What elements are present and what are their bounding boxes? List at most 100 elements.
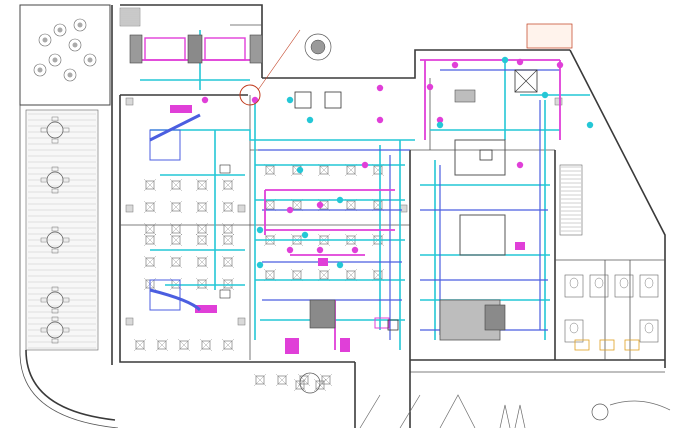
dining-table [292,200,302,210]
planter-core [57,27,63,33]
toilet [644,277,654,289]
supply-diffuser [516,161,524,169]
supply-diffuser [251,96,259,104]
dining-table [145,257,155,267]
supply-diffuser [286,246,294,254]
chair-mark [221,277,235,291]
terrace-chair [51,248,59,254]
planter [33,63,47,77]
planters [33,18,97,82]
return-diffuser [301,231,309,239]
wc-cubicle [564,319,584,343]
chair-mark [290,268,304,282]
chair-mark [221,233,235,247]
chair-mark [195,178,209,192]
planter [38,33,52,47]
return-diffuser [586,121,594,129]
dining-tables [133,163,385,394]
chair-mark [199,338,213,352]
planter-core [42,37,48,43]
terrace-chair [62,127,70,133]
chair-mark [221,178,235,192]
dining-table [265,270,275,280]
chair-mark [169,233,183,247]
sink-unit [599,339,615,351]
supply-diffuser [286,206,294,214]
chair-mark [169,178,183,192]
terrace-chair [62,237,70,243]
parking-zone [359,394,671,428]
terrace-chair [51,338,59,344]
chair-mark [263,198,277,212]
dining-table [201,340,211,350]
terrace-chair [51,226,59,232]
planter-core [52,57,58,63]
supply-diffuser [316,201,324,209]
terrace-chair [62,327,70,333]
dining-table [171,257,181,267]
planter [68,38,82,52]
planter [73,18,87,32]
wc-cubicle [639,319,659,343]
dining-table [197,180,207,190]
terrace-chair [40,237,48,243]
dining-table [223,279,233,289]
chair-mark [221,200,235,214]
terrace-chair [40,177,48,183]
chair-mark [371,268,385,282]
dining-table [223,340,233,350]
dining-table [223,235,233,245]
dining-table [373,165,383,175]
terrace-chair [51,138,59,144]
return-diffuser [286,96,294,104]
chair-mark [195,277,209,291]
air-handling-units [129,34,538,354]
terrace-chair [40,297,48,303]
supply-diffuser [556,61,564,69]
return-diffuser [296,166,304,174]
planter [63,68,77,82]
chair-mark [169,200,183,214]
supply-diffuser [351,246,359,254]
supply-diffuser [201,96,209,104]
dining-table [145,224,155,234]
chair-mark [344,163,358,177]
chair-mark [133,338,147,352]
chair-mark [143,233,157,247]
dining-table [197,202,207,212]
dining-table [373,270,383,280]
chair-mark [143,178,157,192]
dining-table [223,257,233,267]
dining-table [223,180,233,190]
dining-table [171,224,181,234]
chair-mark [195,233,209,247]
planter-core [77,22,83,28]
chair-mark [169,222,183,236]
chair-mark [177,338,191,352]
chair-mark [317,268,331,282]
supply-diffuser [426,83,434,91]
return-diffuser [336,261,344,269]
chair-mark [169,255,183,269]
terrace-chair [51,308,59,314]
terrace-chair [62,177,70,183]
dining-table [171,180,181,190]
toilet [644,322,654,334]
sink-unit [574,339,590,351]
dining-table [171,202,181,212]
dining-table [197,279,207,289]
dining-table [179,340,189,350]
chair-mark [263,268,277,282]
return-diffuser [436,121,444,129]
dining-table [197,257,207,267]
terrace-chair [51,116,59,122]
dining-table [255,375,265,385]
chair-mark [221,255,235,269]
dining-table [321,375,331,385]
chair-mark [317,198,331,212]
terrace-tables [40,116,70,344]
chair-mark [253,373,267,387]
chair-mark [263,163,277,177]
return-diffuser [501,56,509,64]
wc-cubicle [564,274,584,298]
